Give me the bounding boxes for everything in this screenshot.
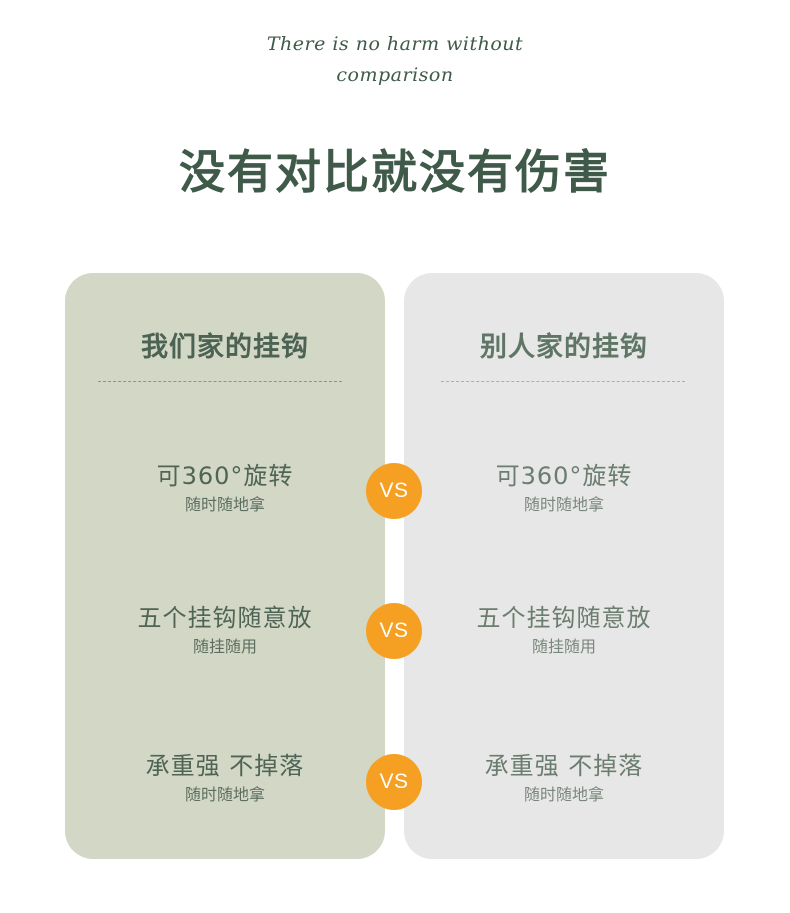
- feature-main-text: 五个挂钩随意放: [476, 604, 652, 632]
- feature-load-bearing-others: 承重强 不掉落 随时随地拿: [404, 750, 724, 806]
- header-script-line-2: comparison: [336, 64, 454, 86]
- feature-sub-text: 随挂随用: [531, 637, 596, 656]
- feature-sub-text: 随时随地拿: [184, 495, 265, 514]
- feature-sub-text: 随时随地拿: [523, 495, 604, 514]
- feature-main-text: 承重强 不掉落: [145, 752, 305, 780]
- feature-sub-text: 随时随地拿: [523, 785, 604, 804]
- feature-main-text: 可360°旋转: [495, 462, 633, 490]
- card-our-hooks: 我们家的挂钩 可360°旋转 随时随地拿 五个挂钩随意放 随挂随用 承重强 不掉…: [65, 273, 385, 859]
- feature-five-hooks-others: 五个挂钩随意放 随挂随用: [404, 602, 724, 658]
- feature-load-bearing-ours: 承重强 不掉落 随时随地拿: [65, 750, 385, 806]
- page-title: 没有对比就没有伤害: [179, 145, 611, 199]
- feature-sub-text: 随挂随用: [192, 637, 257, 656]
- card-title-ours: 我们家的挂钩: [141, 332, 309, 363]
- card-other-hooks: 别人家的挂钩 可360°旋转 随时随地拿 五个挂钩随意放 随挂随用 承重强 不掉…: [404, 273, 724, 859]
- feature-rotation-ours: 可360°旋转 随时随地拿: [65, 460, 385, 516]
- feature-sub-text: 随时随地拿: [184, 785, 265, 804]
- vs-badge: VS: [366, 603, 422, 659]
- feature-main-text: 承重强 不掉落: [484, 752, 644, 780]
- feature-main-text: 可360°旋转: [156, 462, 294, 490]
- feature-five-hooks-ours: 五个挂钩随意放 随挂随用: [65, 602, 385, 658]
- feature-main-text: 五个挂钩随意放: [137, 604, 313, 632]
- feature-rotation-others: 可360°旋转 随时随地拿: [404, 460, 724, 516]
- vs-badge: VS: [366, 463, 422, 519]
- vs-badge: VS: [366, 754, 422, 810]
- dashed-divider: [441, 381, 685, 382]
- card-title-others: 别人家的挂钩: [480, 332, 648, 363]
- header-script-line-1: There is no harm without: [266, 33, 524, 55]
- dashed-divider: [98, 381, 342, 382]
